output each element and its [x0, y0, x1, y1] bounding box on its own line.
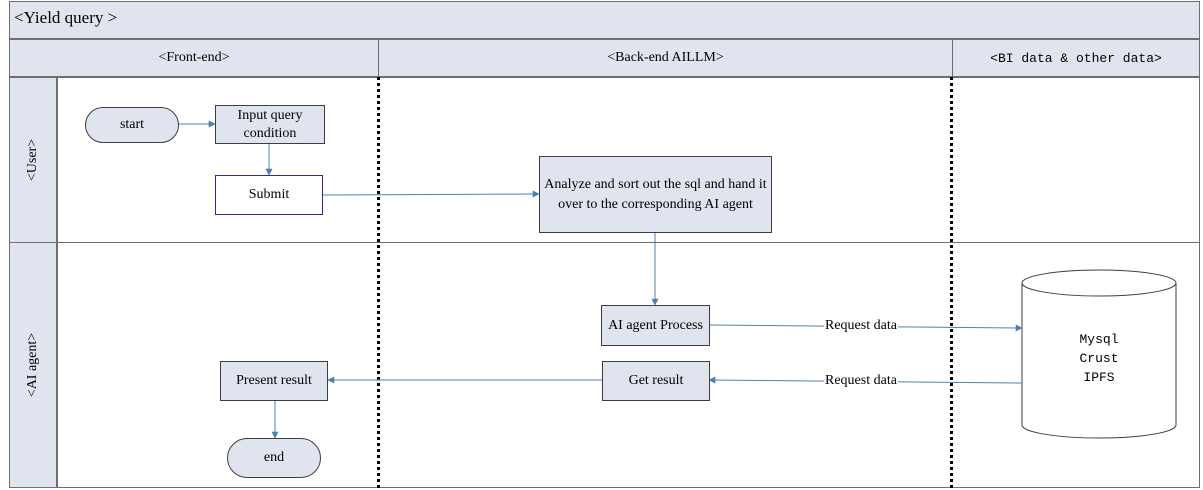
get-result-label: Get result: [628, 373, 684, 388]
edge-label-request-data-1: Request data: [824, 318, 898, 334]
analyze-label: Analyze and sort out the sql and hand it…: [544, 176, 767, 212]
column-header-bi-data: <BI data & other data>: [952, 39, 1200, 77]
submit-label: Submit: [248, 187, 290, 202]
analyze-node: Analyze and sort out the sql and hand it…: [539, 156, 772, 233]
diagram-title: <Yield query >: [14, 8, 118, 27]
row-header-user: [9, 77, 57, 243]
column-header-back-end: <Back-end AILLM>: [378, 39, 953, 77]
database-cylinder: [1021, 269, 1177, 439]
lane-divider-2: [950, 77, 953, 488]
start-terminal: start: [85, 107, 179, 143]
edge-submit-to-analyze: [322, 190, 540, 198]
lane-divider-1: [377, 77, 380, 488]
database-line-crust: Crust: [1079, 351, 1119, 366]
row-header-ai-agent: [9, 242, 57, 488]
get-result-node: Get result: [602, 361, 710, 401]
end-label: end: [263, 450, 285, 465]
database-line-ipfs: IPFS: [1083, 370, 1115, 385]
start-label: start: [119, 117, 145, 132]
diagram-title-bar: [9, 1, 1200, 39]
ai-agent-process-label: AI agent Process: [608, 317, 703, 333]
column-header-front-end: <Front-end>: [9, 39, 379, 77]
input-query-node: Input query condition: [215, 105, 325, 144]
present-result-node: Present result: [220, 361, 328, 401]
present-result-label: Present result: [236, 373, 312, 388]
database-line-mysql: Mysql: [1079, 332, 1119, 347]
submit-node: Submit: [215, 175, 323, 215]
database-label: Mysql Crust IPFS: [1022, 330, 1176, 387]
ai-agent-process-node: AI agent Process: [601, 305, 710, 346]
edge-label-request-data-2: Request data: [824, 373, 898, 389]
end-terminal: end: [227, 438, 321, 478]
input-query-label: Input query condition: [237, 107, 303, 141]
